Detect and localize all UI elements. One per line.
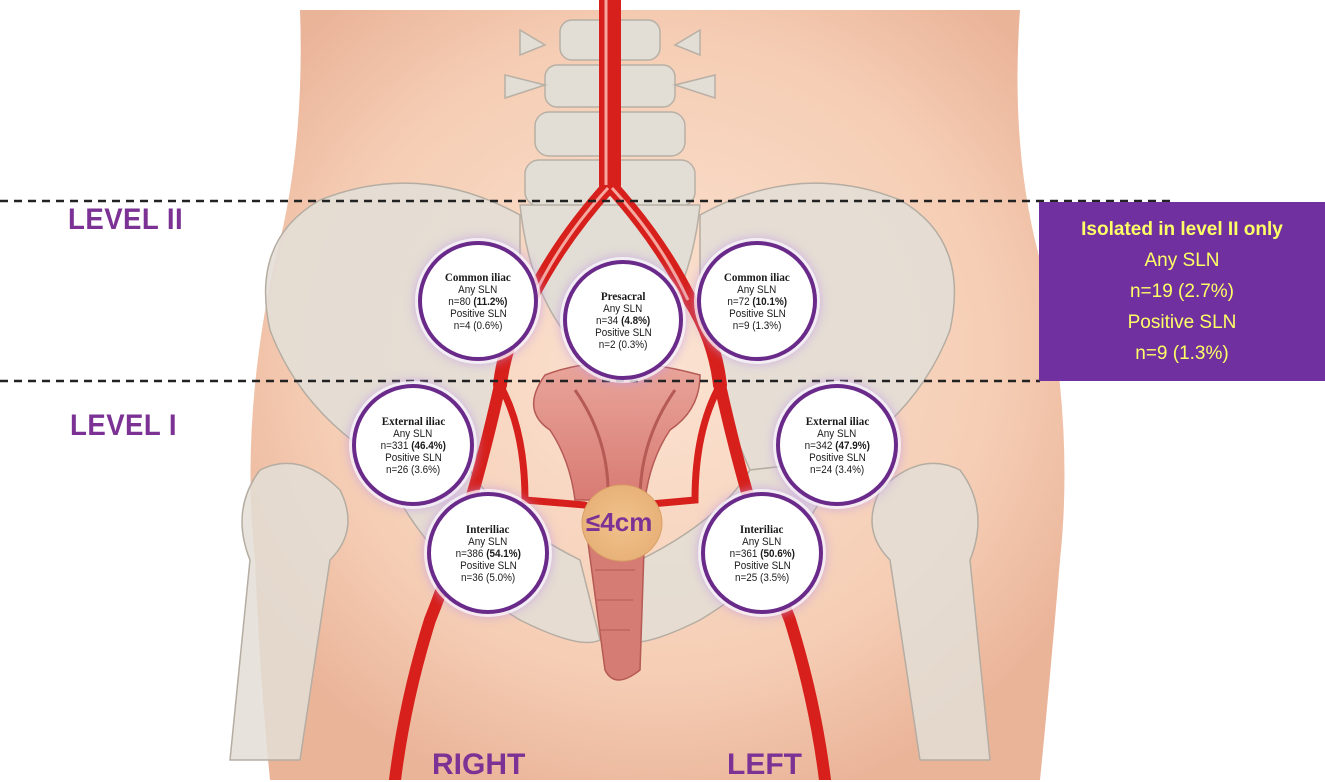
node-title: External iliac (381, 414, 444, 428)
node-pos-value: n=25 (3.5%) (735, 572, 789, 584)
node-title: External iliac (805, 414, 868, 428)
node-title: Common iliac (445, 270, 511, 284)
isolated-level-ii-box: Isolated in level II only Any SLN n=19 (… (1039, 202, 1325, 381)
node-any-label: Any SLN (737, 284, 776, 296)
node-pos-value: n=9 (1.3%) (733, 320, 782, 332)
isolated-any-value: n=19 (2.7%) (1130, 276, 1234, 307)
isolated-positive-label: Positive SLN (1128, 307, 1237, 338)
node-presacral: Presacral Any SLN n=34 (4.8%) Positive S… (563, 260, 683, 380)
node-left-interiliac: Interiliac Any SLN n=361 (50.6%) Positiv… (701, 492, 823, 614)
node-left-common-iliac: Common iliac Any SLN n=72 (10.1%) Positi… (697, 241, 817, 361)
isolated-box-title: Isolated in level II only (1081, 214, 1283, 245)
node-any-pct: (10.1%) (752, 296, 787, 308)
node-pos-label: Positive SLN (385, 452, 442, 464)
node-any-n: n=331 (380, 440, 408, 452)
node-left-external-iliac: External iliac Any SLN n=342 (47.9%) Pos… (776, 384, 898, 506)
right-side-label: RIGHT (432, 748, 525, 782)
node-any-label: Any SLN (393, 428, 432, 440)
node-any-label: Any SLN (458, 284, 497, 296)
isolated-positive-value: n=9 (1.3%) (1135, 338, 1228, 369)
node-pos-label: Positive SLN (595, 327, 652, 339)
node-pos-value: n=24 (3.4%) (810, 464, 864, 476)
node-any-pct: (4.8%) (621, 315, 650, 327)
node-any-n: n=34 (596, 315, 618, 327)
node-any-label: Any SLN (742, 536, 781, 548)
node-title: Interiliac (466, 522, 510, 536)
node-any-pct: (50.6%) (760, 548, 795, 560)
node-any-n: n=361 (729, 548, 757, 560)
left-side-label: LEFT (727, 748, 802, 782)
node-pos-label: Positive SLN (734, 560, 791, 572)
node-right-common-iliac: Common iliac Any SLN n=80 (11.2%) Positi… (418, 241, 538, 361)
node-pos-value: n=4 (0.6%) (454, 320, 503, 332)
node-any-label: Any SLN (817, 428, 856, 440)
node-any-label: Any SLN (603, 303, 642, 315)
node-pos-value: n=36 (5.0%) (461, 572, 515, 584)
node-any-pct: (47.9%) (835, 440, 870, 452)
node-pos-label: Positive SLN (729, 308, 786, 320)
node-pos-label: Positive SLN (809, 452, 866, 464)
level-i-label: LEVEL I (70, 409, 177, 443)
level-ii-label: LEVEL II (68, 203, 183, 237)
node-right-interiliac: Interiliac Any SLN n=386 (54.1%) Positiv… (427, 492, 549, 614)
node-any-pct: (11.2%) (473, 296, 507, 308)
node-any-pct: (54.1%) (486, 548, 521, 560)
node-pos-label: Positive SLN (450, 308, 507, 320)
node-any-n: n=386 (455, 548, 483, 560)
tumor-size-label: ≤4cm (586, 507, 652, 538)
node-any-pct: (46.4%) (411, 440, 446, 452)
node-pos-label: Positive SLN (460, 560, 517, 572)
node-title: Interiliac (740, 522, 784, 536)
node-title: Presacral (601, 289, 646, 303)
node-any-n: n=80 (448, 296, 470, 308)
node-pos-value: n=26 (3.6%) (386, 464, 440, 476)
node-any-n: n=342 (804, 440, 832, 452)
node-pos-value: n=2 (0.3%) (599, 339, 648, 351)
isolated-any-label: Any SLN (1145, 245, 1220, 276)
node-title: Common iliac (724, 270, 790, 284)
node-right-external-iliac: External iliac Any SLN n=331 (46.4%) Pos… (352, 384, 474, 506)
node-any-label: Any SLN (468, 536, 507, 548)
node-any-n: n=72 (727, 296, 749, 308)
